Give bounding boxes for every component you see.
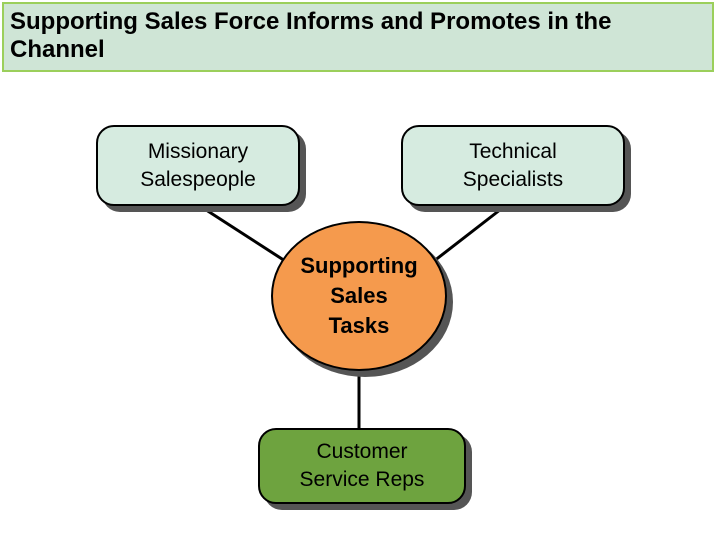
node-missionary-salespeople: Missionary Salespeople (96, 125, 300, 206)
node-missionary-label: Missionary Salespeople (140, 139, 256, 191)
title-banner: Supporting Sales Force Informs and Promo… (2, 2, 714, 72)
node-supporting-sales-tasks: Supporting Sales Tasks (271, 221, 447, 371)
node-technical-label: Technical Specialists (462, 139, 564, 191)
connector-missionary (199, 204, 297, 270)
node-center-label: Supporting Sales Tasks (300, 253, 418, 338)
page-title: Supporting Sales Force Informs and Promo… (10, 8, 612, 63)
node-customer-service-label: Customer Service Reps (299, 440, 425, 491)
node-customer-service-reps: Customer Service Reps (258, 428, 466, 504)
connector-technical (424, 204, 506, 270)
node-technical-specialists: Technical Specialists (401, 125, 625, 206)
